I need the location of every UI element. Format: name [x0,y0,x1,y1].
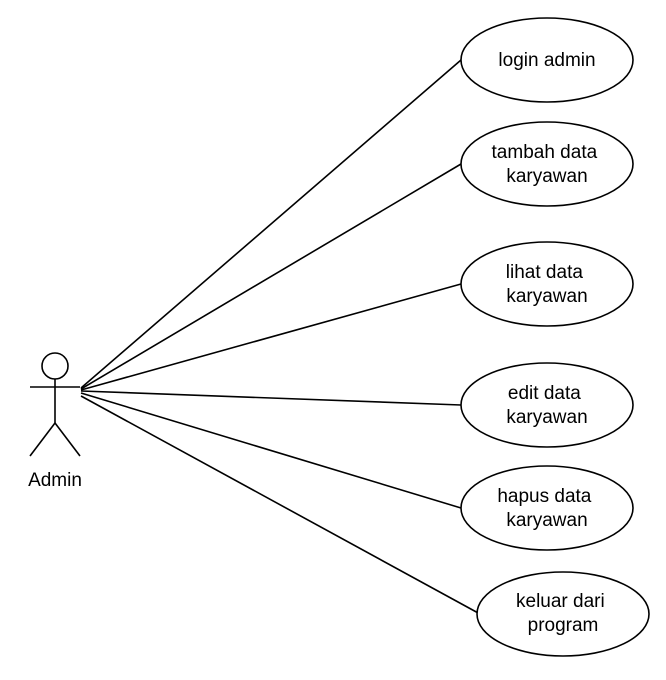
use-case-label-line: login admin [498,50,595,71]
association-line-hapus-data-karyawan [80,392,462,509]
use-case-edit-data-karyawan[interactable]: edit data karyawan [460,362,634,448]
use-case-label-line: lihat data [506,262,584,283]
use-case-label: hapus data karyawan [497,486,596,531]
use-case-label-line: karyawan [506,166,587,187]
use-case-lihat-data-karyawan[interactable]: lihat data karyawan [460,241,634,327]
actor-label: Admin [28,470,82,491]
associations [80,59,481,615]
use-case-ellipse [476,571,650,657]
association-line-tambah-data-karyawan [80,163,462,390]
actor-right-leg [54,422,81,457]
use-case-label-line: tambah data [492,142,598,163]
use-case-label: lihat data karyawan [506,262,588,307]
use-case-ellipse [460,362,634,448]
use-case-login-admin[interactable]: login admin [460,17,634,103]
use-case-label-line: hapus data [497,486,591,507]
use-case-label-line: keluar dari [516,591,605,612]
use-case-label: login admin [498,50,595,71]
association-line-edit-data-karyawan [80,390,462,406]
use-case-label-line: program [528,615,599,636]
use-case-ellipse [460,465,634,551]
association-line-keluar-dari-program [80,395,481,615]
actor-left-leg [29,422,56,457]
use-case-hapus-data-karyawan[interactable]: hapus data karyawan [460,465,634,551]
use-case-label-line: karyawan [506,286,587,307]
use-case-label: edit data karyawan [506,383,587,428]
use-case-label-line: edit data [508,383,581,404]
use-case-label: keluar dari program [516,591,610,636]
use-case-ellipse [460,121,634,207]
use-case-ellipse [460,241,634,327]
association-line-lihat-data-karyawan [80,283,462,391]
use-case-label-line: karyawan [506,510,587,531]
association-line-login-admin [80,59,462,389]
actor-head [41,352,69,380]
actor-admin [29,352,81,457]
use-case-label-line: karyawan [506,407,587,428]
use-case-tambah-data-karyawan[interactable]: tambah data karyawan [460,121,634,207]
use-case-keluar-dari-program[interactable]: keluar dari program [476,571,650,657]
use-case-label: tambah data karyawan [492,142,603,187]
use-case-ellipse [460,17,634,103]
